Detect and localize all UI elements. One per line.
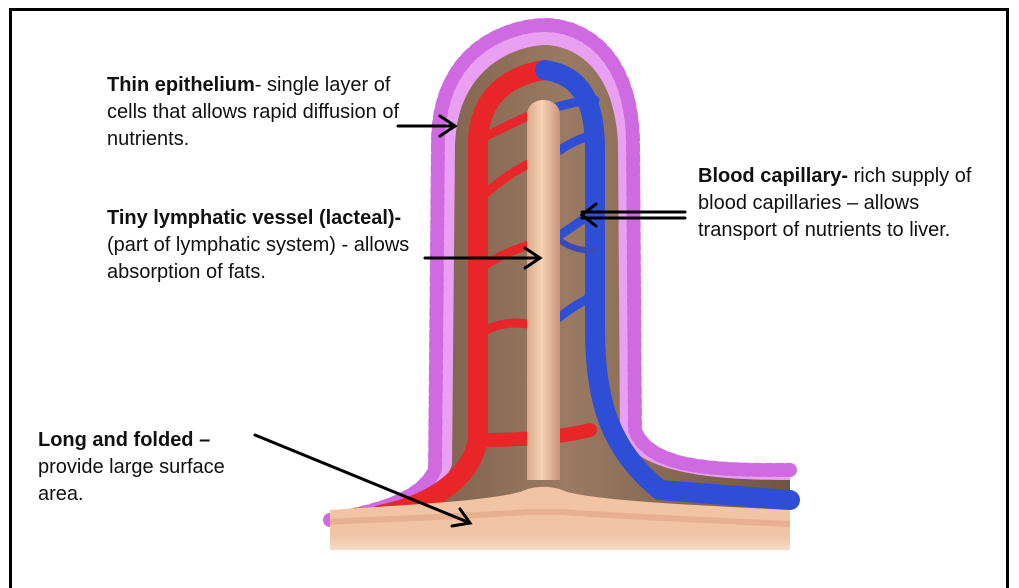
label-lacteal-text: (part of lymphatic system) - allows abso… bbox=[107, 234, 409, 283]
label-capillary: Blood capillary- rich supply of blood ca… bbox=[698, 163, 998, 244]
label-folded-title: Long and folded – bbox=[38, 429, 210, 451]
label-epithelium-title: Thin epithelium bbox=[107, 74, 255, 96]
label-capillary-title: Blood capillary- bbox=[698, 165, 848, 187]
label-folded: Long and folded – provide large surface a… bbox=[38, 427, 273, 508]
label-epithelium: Thin epithelium- single layer of cells t… bbox=[107, 72, 407, 153]
base-fade bbox=[300, 535, 820, 573]
label-folded-text: provide large surface area. bbox=[38, 456, 225, 505]
label-lacteal-title: Tiny lymphatic vessel (lacteal)- bbox=[107, 207, 401, 229]
label-lacteal: Tiny lymphatic vessel (lacteal)- (part o… bbox=[107, 205, 417, 286]
